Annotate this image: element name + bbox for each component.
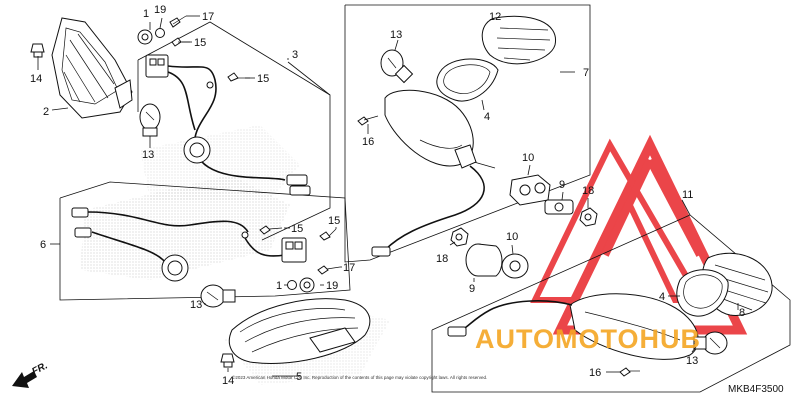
callout-18-right: 18	[582, 185, 594, 197]
callout-18-center: 18	[436, 253, 448, 265]
callout-9-top: 9	[559, 179, 565, 191]
rubber-mount-10-top[interactable]	[509, 174, 551, 206]
grommet-14-bottom[interactable]	[220, 353, 235, 368]
fr-direction-indicator: FR.	[12, 360, 50, 388]
callout-15-l1: 15	[291, 223, 303, 235]
watermark-text: AUTOMOTOHUB	[475, 324, 701, 354]
rear-connector-right[interactable]	[447, 326, 467, 337]
nut-19-top[interactable]	[137, 29, 153, 45]
rear-winker-body-center[interactable]	[384, 89, 496, 169]
screw-15-l1[interactable]	[259, 225, 283, 235]
callout-7: 7	[583, 67, 589, 79]
gasket-4-center[interactable]	[436, 58, 499, 102]
callout-13-center: 13	[390, 29, 402, 41]
diagram-code: MKB4F3500	[728, 384, 784, 395]
bulb-right[interactable]	[693, 331, 728, 355]
callout-10-low: 10	[506, 231, 518, 243]
callout-8: 8	[739, 307, 745, 319]
leader-lines	[37, 15, 739, 377]
callout-17-low: 17	[343, 262, 355, 274]
rear-winker-lens-center[interactable]	[481, 15, 556, 65]
callout-5: 5	[296, 371, 302, 383]
washer-1-top[interactable]	[155, 28, 165, 38]
copyright-text: ©2023 American Honda Motor Co., Inc. Rep…	[232, 374, 487, 380]
callout-9-low: 9	[469, 283, 475, 295]
callout-11: 11	[682, 189, 693, 201]
nut-18-center[interactable]	[450, 227, 469, 247]
rear-connector-center[interactable]	[371, 246, 391, 257]
screw-15-mid[interactable]	[227, 72, 250, 82]
wire-harness-front[interactable]	[145, 54, 311, 196]
screw-15-l2[interactable]	[319, 228, 337, 241]
callout-19-low: 19	[326, 280, 338, 292]
callout-13-right: 13	[686, 355, 698, 367]
callout-13-bottom-left: 13	[190, 299, 202, 311]
callout-17-top: 17	[202, 11, 214, 23]
callout-15-mid: 15	[257, 73, 269, 85]
nut-19-low[interactable]	[299, 277, 315, 293]
callout-4-center: 4	[484, 111, 490, 123]
rear-winker-body-right[interactable]	[569, 293, 699, 360]
nut-18-right[interactable]	[579, 207, 598, 227]
callout-15-l2: 15	[328, 215, 340, 227]
callout-1-low: 1	[276, 280, 282, 292]
rubber-mount-10-low[interactable]	[501, 253, 529, 279]
front-winker-lens-bottom[interactable]	[228, 298, 371, 364]
screw-17-low[interactable]	[317, 265, 341, 275]
callout-19-top: 19	[154, 4, 166, 16]
front-winker-lens-left[interactable]	[51, 17, 133, 119]
grommet-14-top[interactable]	[30, 43, 45, 58]
callout-1-top: 1	[143, 8, 149, 20]
callout-16-right: 16	[589, 367, 601, 379]
callout-13-left: 13	[142, 149, 154, 161]
collar-9-low[interactable]	[465, 243, 503, 277]
washer-1-low[interactable]	[287, 280, 297, 290]
callout-16-center: 16	[362, 136, 374, 148]
collar-9-top[interactable]	[544, 199, 574, 215]
callout-labels: 1 19 17 15 3 14 2 15 13 13 12 7 4 16 10 …	[30, 4, 745, 387]
rear-winker-wire-right[interactable]	[461, 300, 573, 331]
bulb-left[interactable]	[139, 103, 161, 137]
callout-15-top: 15	[194, 37, 206, 49]
fr-label: FR.	[30, 360, 49, 377]
callout-4-right: 4	[659, 291, 665, 303]
screw-16-center[interactable]	[357, 115, 379, 126]
callout-10-top: 10	[522, 152, 534, 164]
wire-harness-rear[interactable]	[71, 207, 307, 282]
callout-6: 6	[40, 239, 46, 251]
callout-12: 12	[489, 11, 501, 23]
callout-2: 2	[43, 106, 49, 118]
bulb-bottom-left[interactable]	[200, 284, 236, 308]
screw-16-right[interactable]	[619, 367, 640, 377]
rear-winker-wire-center[interactable]	[384, 165, 485, 251]
bulb-center[interactable]	[380, 49, 414, 84]
callout-14-top: 14	[30, 73, 42, 85]
callout-14-bottom: 14	[222, 375, 234, 387]
gasket-4-right[interactable]	[676, 269, 729, 317]
callout-3: 3	[292, 49, 298, 61]
screw-17-top[interactable]	[169, 15, 187, 28]
